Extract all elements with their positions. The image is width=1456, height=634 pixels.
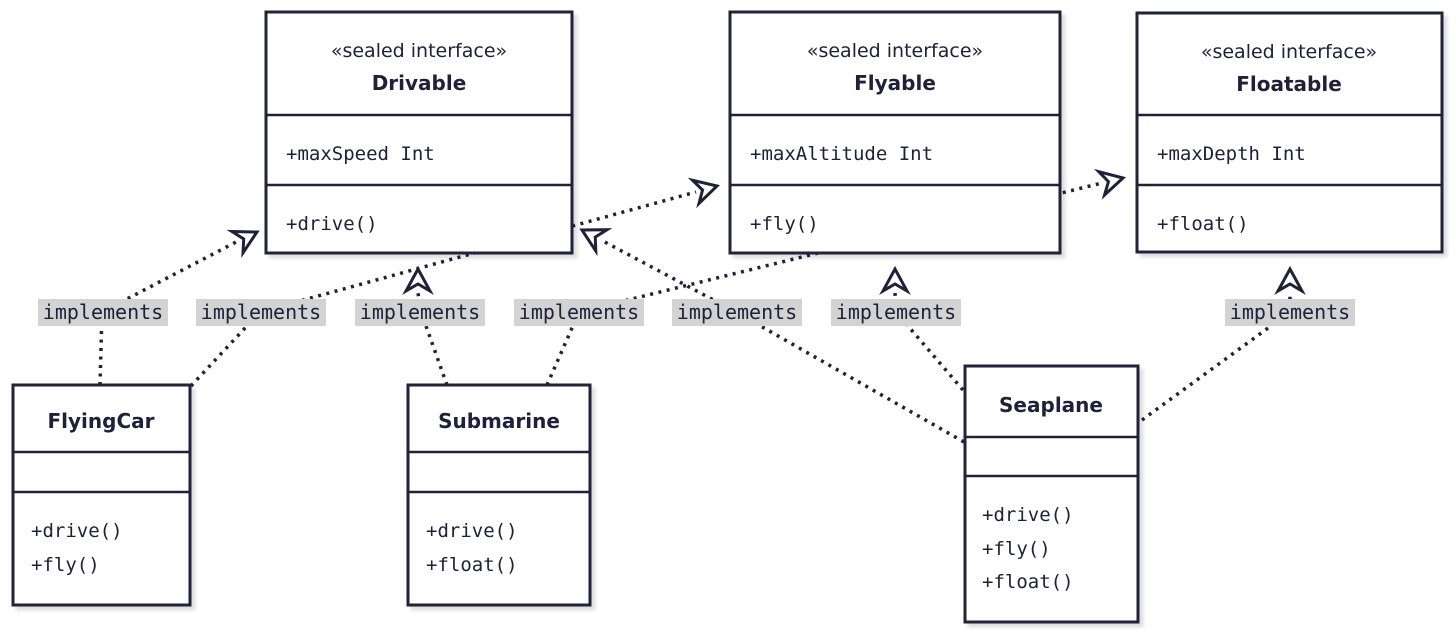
interface-box-drivable: «sealed interface» Drivable +maxSpeed In… — [264, 10, 574, 255]
edge-seaplane-implements-drivable — [600, 238, 965, 444]
edge-submarine-implements-floatable — [545, 181, 1103, 386]
implements-label-4-bg — [514, 299, 644, 326]
arrowhead-icon-drivable-bottom — [402, 265, 434, 296]
submarine-name: Submarine — [438, 409, 560, 433]
flyingcar-method-1: +drive() — [31, 520, 123, 542]
implements-label-1: implements — [38, 299, 168, 326]
implements-label-4-text: implements — [519, 300, 639, 324]
submarine-method-1: +drive() — [426, 520, 518, 542]
implements-label-2-text: implements — [201, 300, 321, 324]
submarine-box — [406, 383, 592, 607]
seaplane-method-1: +drive() — [982, 504, 1074, 526]
flyable-attribute: +maxAltitude Int — [750, 143, 933, 165]
flyable-name: Flyable — [854, 71, 936, 95]
submarine-method-2: +float() — [426, 554, 518, 576]
implements-label-5-text: implements — [677, 300, 797, 324]
drivable-name: Drivable — [372, 71, 467, 95]
implements-label-6-text: implements — [836, 300, 956, 324]
interface-box-flyable: «sealed interface» Flyable +maxAltitude … — [728, 10, 1062, 255]
implements-label-7: implements — [1225, 299, 1355, 326]
arrowhead-icon-drivable-right — [579, 228, 613, 257]
arrowhead-icon-drivable-left — [226, 229, 260, 259]
flyable-method: +fly() — [750, 213, 819, 235]
flyingcar-name: FlyingCar — [47, 409, 154, 433]
implements-label-2: implements — [196, 299, 326, 326]
implements-label-6-bg — [831, 299, 961, 326]
arrowhead-icon-flyable-bottom — [879, 265, 911, 296]
implements-label-7-bg — [1225, 299, 1355, 326]
drivable-method: +drive() — [286, 213, 378, 235]
seaplane-method-2: +fly() — [982, 538, 1051, 560]
implements-label-6: implements — [831, 299, 961, 326]
floatable-box — [1135, 11, 1444, 254]
arrowhead-icon-flyable-left — [687, 177, 721, 209]
realization-arrowheads — [226, 168, 1306, 296]
floatable-method: +float() — [1157, 213, 1249, 235]
floatable-stereotype: «sealed interface» — [1201, 41, 1377, 63]
drivable-stereotype: «sealed interface» — [331, 40, 507, 62]
drivable-box — [264, 10, 574, 255]
seaplane-box — [963, 364, 1140, 624]
seaplane-method-3: +float() — [982, 571, 1074, 593]
implements-label-1-bg — [38, 299, 168, 326]
implements-label-3-bg — [355, 299, 485, 326]
implements-label-7-text: implements — [1230, 300, 1350, 324]
floatable-attribute: +maxDepth Int — [1157, 143, 1306, 165]
flyingcar-method-2: +fly() — [31, 554, 100, 576]
implements-label-2-bg — [196, 299, 326, 326]
class-box-flyingcar: FlyingCar +drive() +fly() — [11, 383, 192, 607]
arrowhead-icon-floatable-left — [1093, 168, 1127, 200]
implements-label-5-bg — [672, 299, 802, 326]
floatable-name: Floatable — [1236, 72, 1342, 96]
implements-label-5: implements — [672, 299, 802, 326]
implements-label-3: implements — [355, 299, 485, 326]
implements-label-3-text: implements — [360, 300, 480, 324]
implements-label-1-text: implements — [43, 300, 163, 324]
drivable-attribute: +maxSpeed Int — [286, 143, 435, 165]
flyable-stereotype: «sealed interface» — [807, 40, 983, 62]
flyable-box — [728, 10, 1062, 255]
flyingcar-box — [11, 383, 192, 607]
class-box-submarine: Submarine +drive() +float() — [406, 383, 592, 607]
arrowhead-icon-floatable-bottom — [1274, 265, 1306, 296]
interface-box-floatable: «sealed interface» Floatable +maxDepth I… — [1135, 11, 1444, 254]
seaplane-name: Seaplane — [999, 393, 1103, 417]
edge-labels: implements implements implements impleme… — [38, 299, 1355, 326]
class-box-seaplane: Seaplane +drive() +fly() +float() — [963, 364, 1140, 624]
implements-label-4: implements — [514, 299, 644, 326]
